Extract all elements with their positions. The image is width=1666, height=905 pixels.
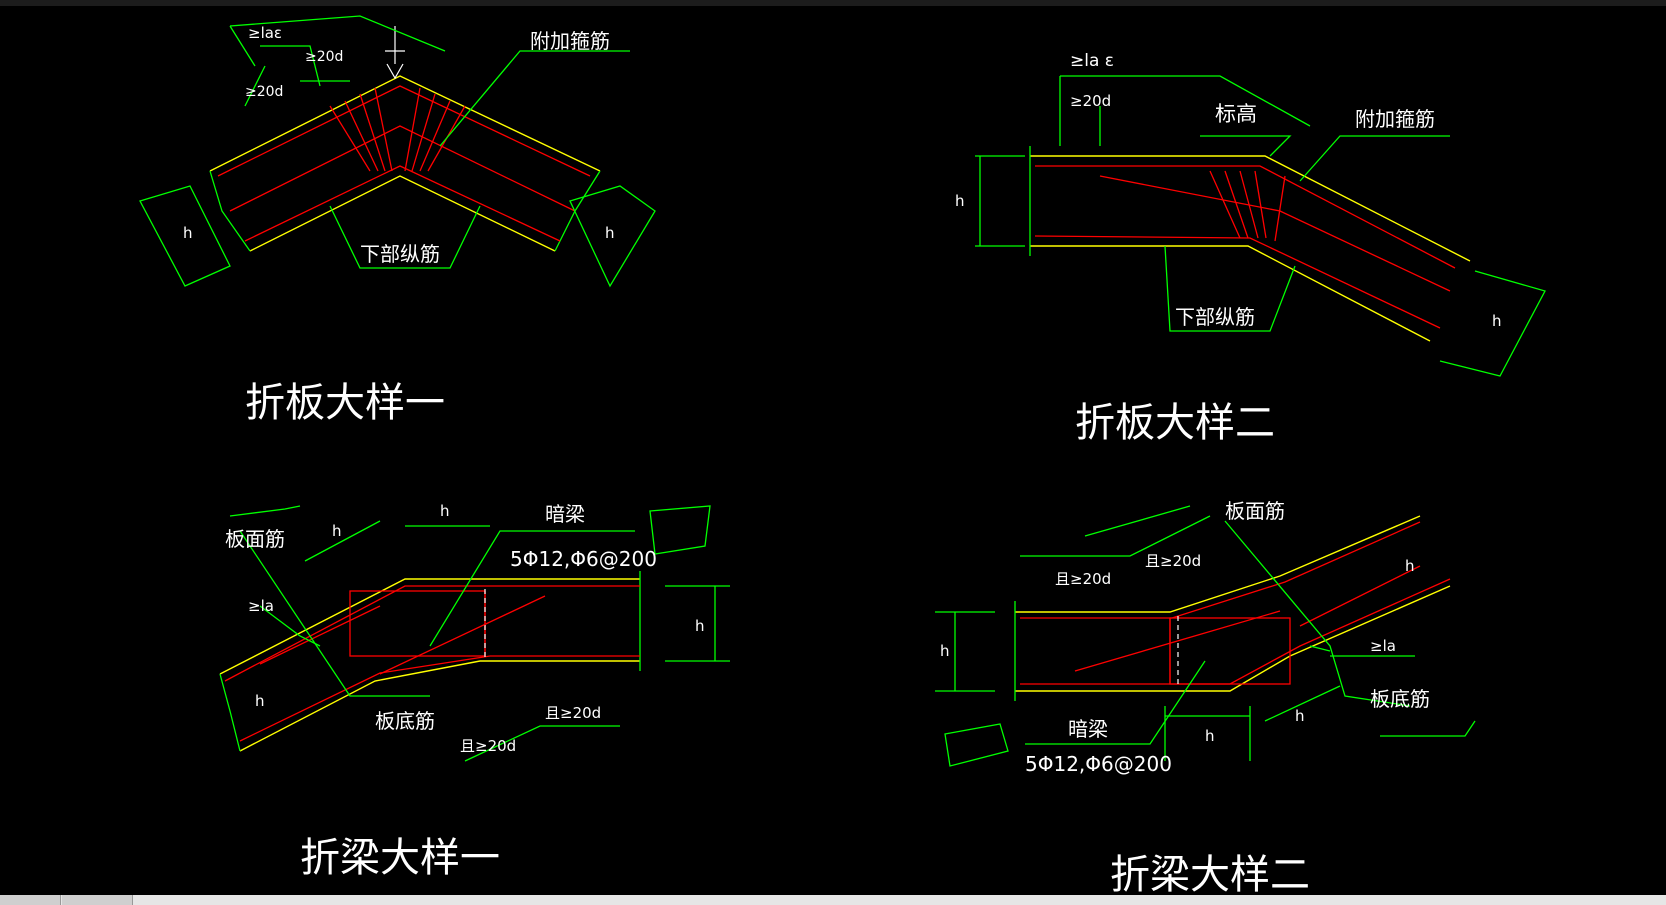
beam1-la-label: ≥la bbox=[248, 597, 274, 615]
beam1-rebar-spec: 5Φ12,Φ6@200 bbox=[510, 547, 657, 571]
beam1-title: 折梁大样一 bbox=[300, 835, 500, 881]
beam1-h-label-d: h bbox=[255, 692, 265, 710]
beam2-and20d-label-a: 且≥20d bbox=[1055, 570, 1111, 588]
beam1-h-label-c: h bbox=[695, 617, 705, 635]
slab-detail-1: ≥laε ≥20d ≥20d 附加箍筋 下部纵筋 h h 折板大样一 bbox=[139, 15, 656, 426]
beam1-and20d-label-b: 且≥20d bbox=[545, 704, 601, 722]
slab-detail-2: ≥la ε ≥20d 标高 附加箍筋 下部纵筋 h h 折板大样二 bbox=[955, 51, 1546, 446]
beam2-and20d-label-b: 且≥20d bbox=[1145, 552, 1201, 570]
beam-detail-1: 板面筋 板底筋 暗梁 5Φ12,Φ6@200 ≥la 且≥20d 且≥20d h… bbox=[219, 502, 730, 881]
beam2-h-label-c: h bbox=[1295, 707, 1305, 725]
beam1-hidden-beam-label: 暗梁 bbox=[545, 502, 585, 526]
slab2-elevation-label: 标高 bbox=[1215, 102, 1257, 126]
beam-detail-2: 板面筋 板底筋 暗梁 5Φ12,Φ6@200 ≥la 且≥20d 且≥20d h… bbox=[935, 499, 1476, 895]
slab1-bottom-bar-label: 下部纵筋 bbox=[360, 242, 440, 266]
beam1-and20d-label-a: 且≥20d bbox=[460, 737, 516, 755]
slab1-20d-label-a: ≥20d bbox=[305, 49, 343, 65]
beam2-hidden-beam-label: 暗梁 bbox=[1068, 717, 1108, 741]
beam2-la-label: ≥la bbox=[1370, 637, 1396, 655]
model-tab[interactable] bbox=[0, 895, 61, 905]
slab1-h-right: h bbox=[605, 224, 615, 242]
top-toolbar-strip bbox=[0, 0, 1666, 6]
slab1-add-stirrup-label: 附加箍筋 bbox=[530, 29, 610, 53]
beam1-h-label-b: h bbox=[440, 502, 450, 520]
layout-tab[interactable] bbox=[62, 895, 133, 905]
beam2-bottom-bar-label: 板底筋 bbox=[1370, 687, 1430, 711]
slab2-20d-label: ≥20d bbox=[1070, 92, 1111, 110]
beam2-h-label-a: h bbox=[940, 642, 950, 660]
beam1-h-label-a: h bbox=[332, 522, 342, 540]
beam1-top-bar-label: 板面筋 bbox=[225, 527, 285, 551]
slab2-lae-label: ≥la ε bbox=[1070, 51, 1114, 71]
slab1-title: 折板大样一 bbox=[245, 380, 445, 426]
beam2-h-label-b: h bbox=[1205, 727, 1215, 745]
layout-tab-bar bbox=[0, 895, 1666, 905]
slab1-lae-label: ≥laε bbox=[248, 24, 282, 42]
slab1-h-left: h bbox=[183, 224, 193, 242]
slab2-h-right: h bbox=[1492, 312, 1502, 330]
slab2-add-stirrup-label: 附加箍筋 bbox=[1355, 107, 1435, 131]
cad-drawing-canvas[interactable]: ≥laε ≥20d ≥20d 附加箍筋 下部纵筋 h h 折板大样一 ≥la ε… bbox=[0, 6, 1666, 895]
beam2-title: 折梁大样二 bbox=[1110, 852, 1310, 895]
slab2-bottom-bar-label: 下部纵筋 bbox=[1175, 305, 1255, 329]
beam1-bottom-bar-label: 板底筋 bbox=[375, 709, 435, 733]
beam2-rebar-spec: 5Φ12,Φ6@200 bbox=[1025, 752, 1172, 776]
slab1-20d-label-b: ≥20d bbox=[245, 84, 283, 100]
slab2-title: 折板大样二 bbox=[1075, 400, 1275, 446]
beam2-h-label-d: h bbox=[1405, 557, 1415, 575]
beam2-top-bar-label: 板面筋 bbox=[1225, 499, 1285, 523]
slab2-h-left: h bbox=[955, 192, 965, 210]
